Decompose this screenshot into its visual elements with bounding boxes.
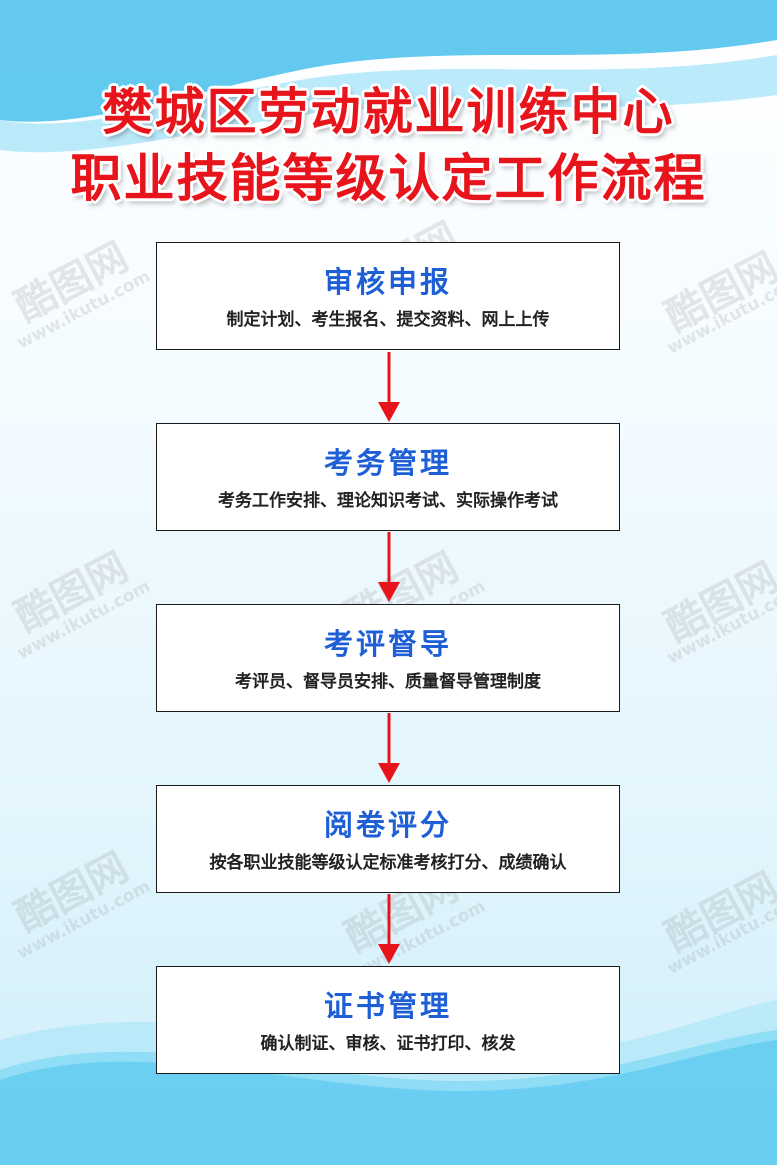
step-title: 考评督导 [323, 627, 452, 661]
top-wave [0, 0, 777, 122]
step-box-marking-scoring: 阅卷评分 按各职业技能等级认定标准考核打分、成绩确认 [156, 785, 620, 893]
page-title-line2: 职业技能等级认定工作流程 [70, 150, 707, 209]
step-title: 考务管理 [323, 446, 452, 480]
step-description: 制定计划、考生报名、提交资料、网上上传 [226, 310, 550, 330]
step-description: 考评员、督导员安排、质量督导管理制度 [235, 672, 541, 692]
step-title: 审核申报 [323, 265, 452, 299]
step-title: 阅卷评分 [323, 808, 452, 842]
top-wave-light [0, 55, 777, 153]
page-title-line1: 樊城区劳动就业训练中心 [102, 83, 675, 141]
step-box-certificate-management: 证书管理 确认制证、审核、证书打印、核发 [156, 966, 620, 1074]
step-description: 确认制证、审核、证书打印、核发 [260, 1034, 516, 1054]
step-box-exam-affairs: 考务管理 考务工作安排、理论知识考试、实际操作考试 [156, 423, 620, 531]
step-box-evaluation-supervision: 考评督导 考评员、督导员安排、质量督导管理制度 [156, 604, 620, 712]
step-description: 按各职业技能等级认定标准考核打分、成绩确认 [209, 853, 567, 873]
step-box-review-declare: 审核申报 制定计划、考生报名、提交资料、网上上传 [156, 242, 620, 350]
step-title: 证书管理 [323, 989, 452, 1023]
step-description: 考务工作安排、理论知识考试、实际操作考试 [218, 491, 558, 511]
